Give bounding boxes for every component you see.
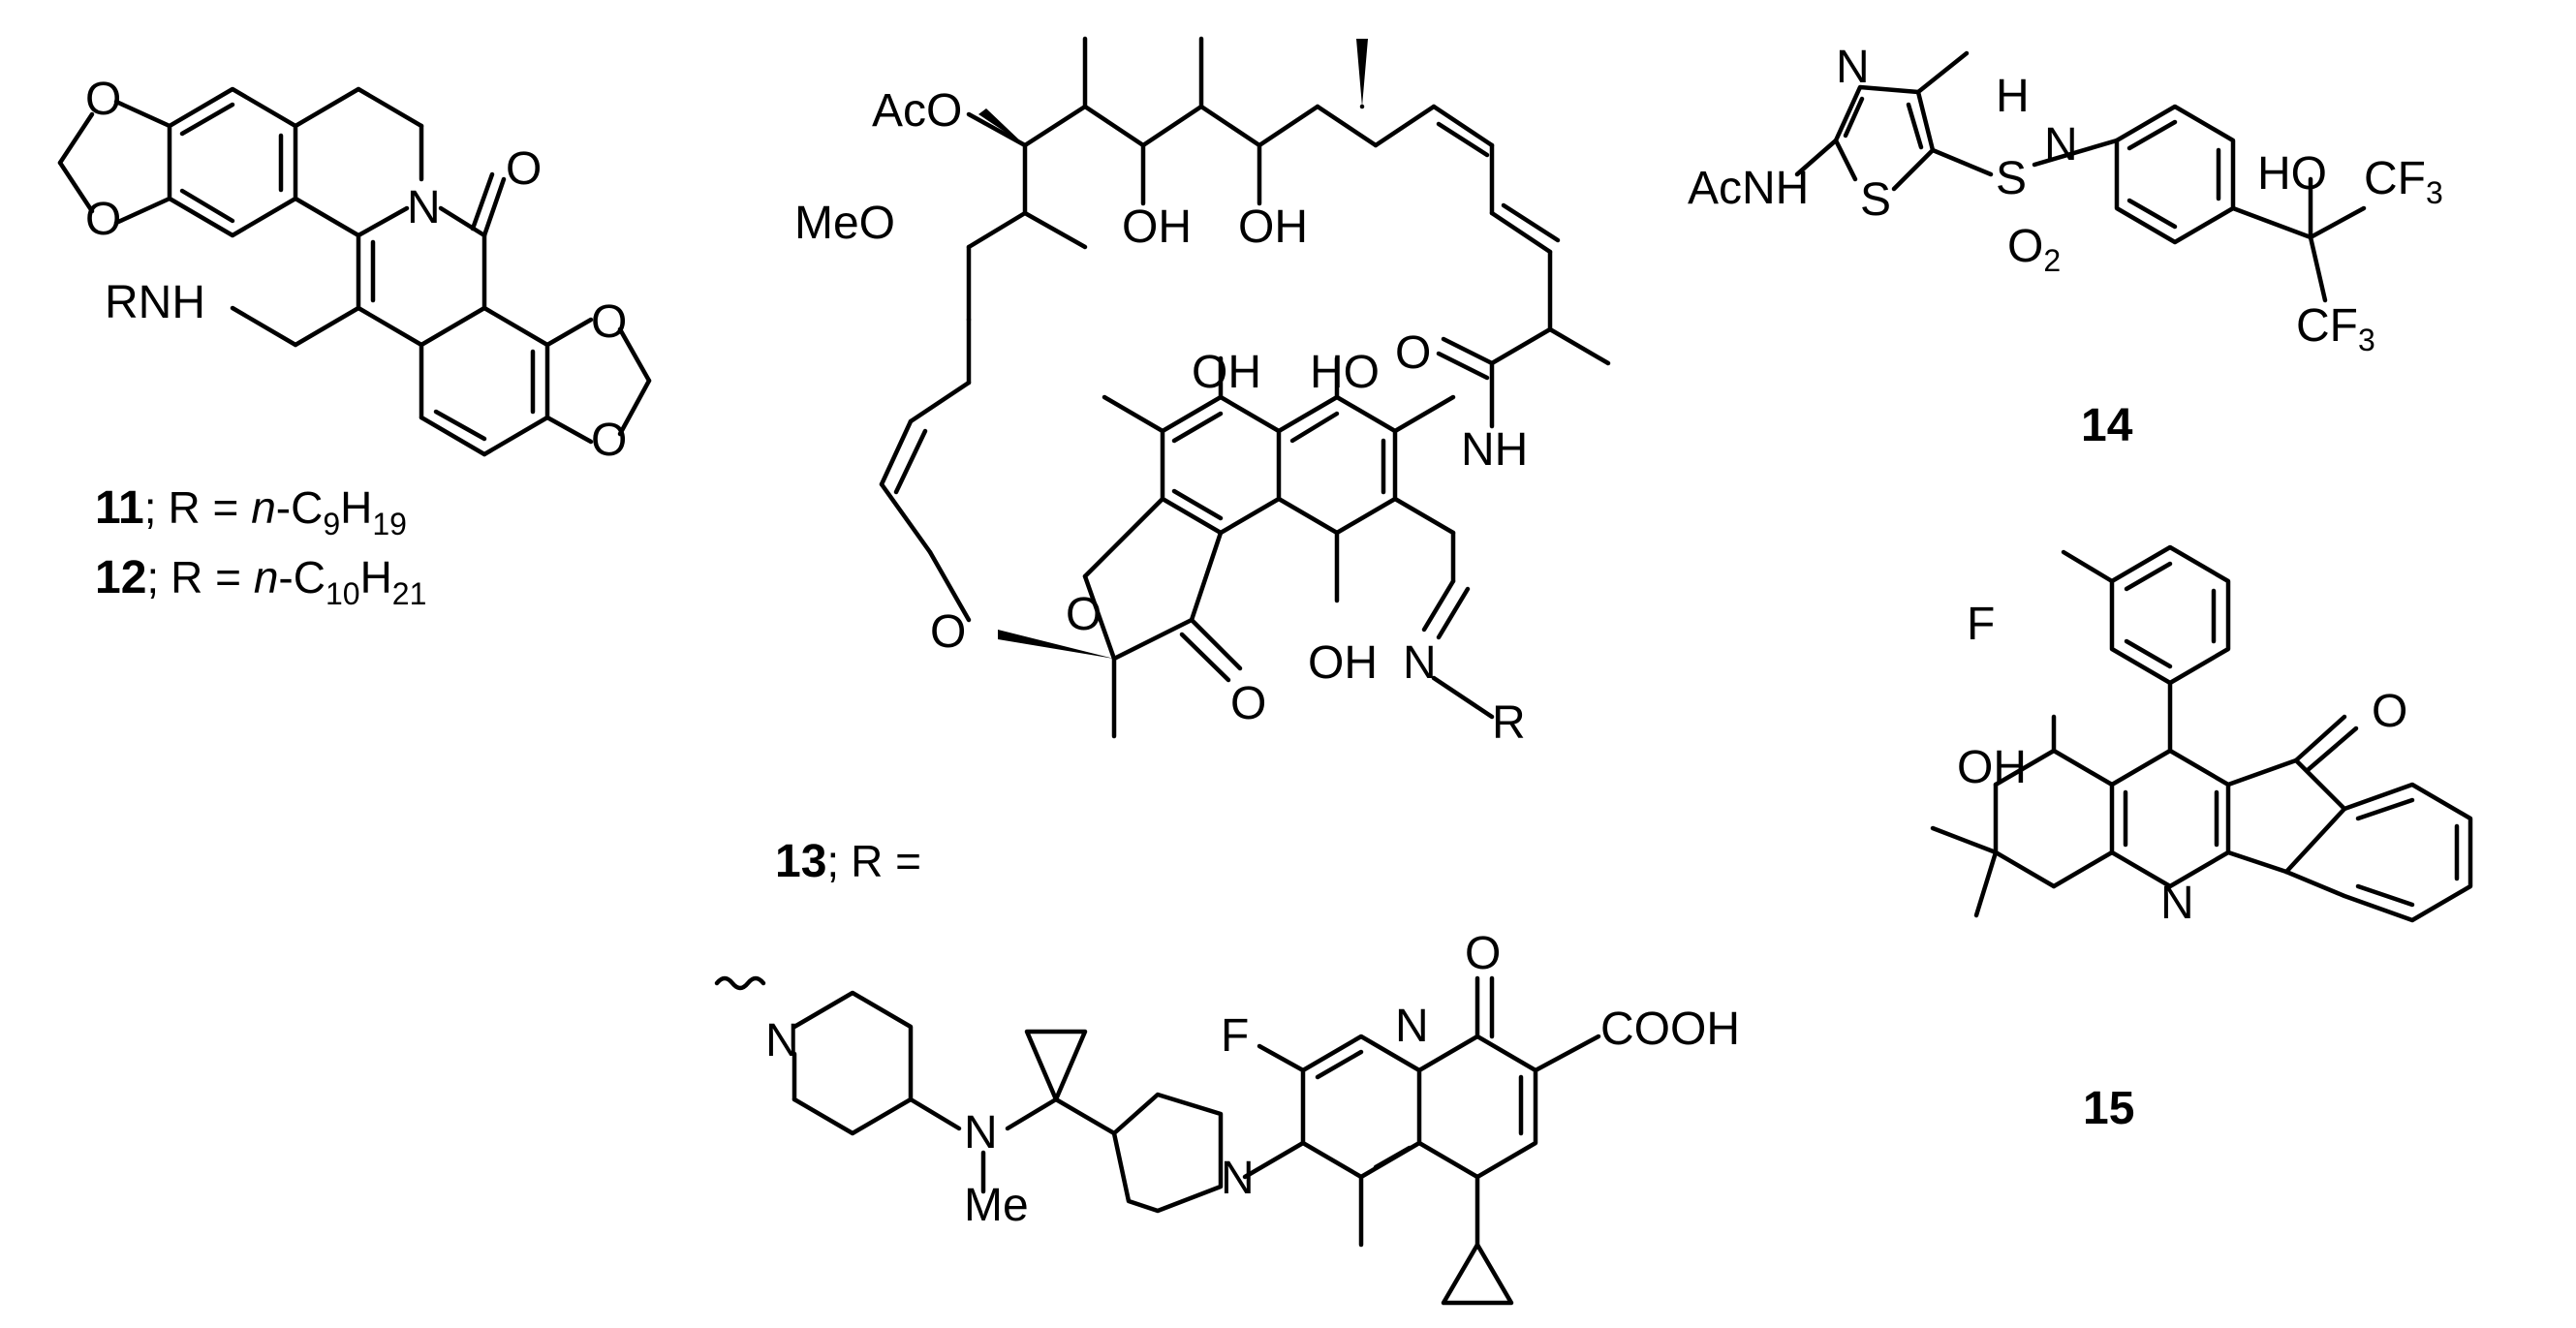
svg-text:12;R = n-C10H21: 12;R = n-C10H21 (95, 552, 426, 611)
atom-n: N (964, 1107, 998, 1158)
compound-14-structure: AcNH N S S H N O2 HO CF3 CF3 (1688, 42, 2443, 357)
atom-s: S (1996, 153, 2027, 204)
atom-n: N (2044, 119, 2078, 170)
atom-oh: OH (1122, 201, 1192, 253)
compound-number: 12 (95, 552, 146, 603)
atom-o: O (1066, 589, 1102, 640)
atom-f: F (1221, 1010, 1249, 1062)
atom-o: O (1230, 678, 1266, 729)
atom-o: O (591, 296, 627, 348)
atom-o: O (591, 415, 627, 466)
atom-o: O (85, 74, 121, 125)
compound-13-structure: AcO MeO OH OH O NH OH HO OH O O O N R (794, 36, 1611, 749)
compound-14-label: 14 (2081, 400, 2133, 451)
atom-oh: OH (1957, 742, 2027, 793)
atom-meo: MeO (794, 198, 895, 249)
atom-n: N (765, 1015, 799, 1066)
atom-cf3: CF3 (2296, 300, 2375, 357)
compound-15-structure: F OH O N (1930, 544, 2473, 929)
svg-text:11;R = n-C9H19: 11;R = n-C9H19 (95, 482, 407, 541)
atom-s: S (1860, 174, 1891, 226)
atom-o: O (85, 194, 121, 245)
atom-me: Me (964, 1180, 1029, 1231)
compound-11-12-structure: O O N O O O RNH (57, 74, 652, 466)
compound-13-r-group-structure: N N Me N F N O COOH (714, 928, 1740, 1306)
atom-ho: HO (2257, 148, 2327, 200)
atom-oh: OH (1238, 201, 1308, 253)
atom-o: O (1465, 928, 1501, 979)
atom-n: N (1395, 1001, 1429, 1052)
compound-12-label: 12;R = n-C10H21 (95, 552, 426, 611)
atom-n: N (407, 182, 441, 233)
compound-15-label: 15 (2083, 1083, 2134, 1134)
atom-r: R (1492, 697, 1526, 749)
atom-n: N (1221, 1153, 1255, 1204)
compound-number: 13 (775, 836, 826, 887)
atom-o2: O2 (2007, 221, 2061, 278)
atom-rnh: RNH (105, 277, 205, 328)
atom-nh: NH (1461, 424, 1528, 476)
svg-text:13;R =: 13;R = (775, 836, 921, 887)
atom-cf3: CF3 (2364, 153, 2443, 210)
atom-n: N (1836, 42, 1870, 93)
atom-n: N (1403, 637, 1437, 689)
atom-oh: OH (1308, 637, 1378, 689)
atom-ho: HO (1310, 347, 1380, 398)
atom-f: F (1967, 599, 1995, 650)
atom-n: N (2160, 878, 2194, 929)
atom-aco: AcO (872, 85, 962, 137)
atom-acnh: AcNH (1688, 163, 1809, 214)
atom-o: O (1395, 327, 1431, 379)
atom-h: H (1996, 71, 2030, 122)
atom-o: O (506, 143, 542, 195)
atom-oh: OH (1192, 347, 1261, 398)
atom-cooh: COOH (1600, 1004, 1740, 1055)
atom-o: O (930, 606, 966, 658)
compound-number: 11 (95, 482, 144, 534)
atom-o: O (2372, 686, 2407, 737)
compound-13-label: 13;R = (775, 836, 921, 887)
compound-11-label: 11;R = n-C9H19 (95, 482, 407, 541)
